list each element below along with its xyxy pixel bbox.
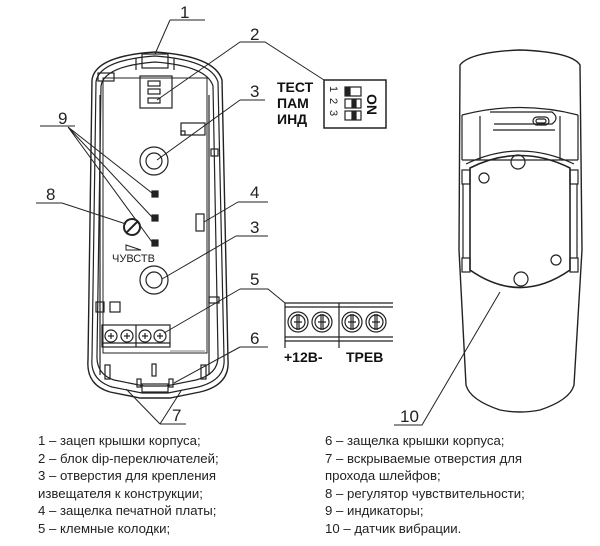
legend-item-3-cont: извещателя к конструкции; [38,485,203,501]
led-indicators [151,190,159,247]
callout-3-top: 3 [250,82,259,101]
legend-item-6: 6 – защелка крышки корпуса; [325,433,505,448]
legend-item-7-cont: прохода шлейфов; [325,468,441,484]
dip-number-1: 1 [327,86,339,92]
dip-label-test: ТЕСТ [277,79,314,95]
legend-left: 1 – зацеп крышки корпуса; 2 – блок dip-п… [38,432,219,538]
callout-8: 8 [46,185,55,204]
legend-item-10: 10 – датчик вибрации. [325,520,462,536]
legend-item-3: 3 – отверстия для крепления [38,468,217,484]
callout-3-bottom: 3 [250,218,259,237]
legend-item-1: 1 – зацеп крышки корпуса; [38,433,201,448]
sensitivity-regulator [123,218,142,251]
terminal-power-label: +12В- [284,349,323,365]
legend-item-8: 8 – регулятор чувствительности; [325,485,525,501]
terminal-block-internal [101,324,205,352]
dip-switch-detail [323,79,387,129]
dip-number-2: 2 [327,98,339,104]
legend-right: 6 – защелка крышки корпуса; 7 – вскрывае… [325,432,525,538]
callout-7: 7 [172,406,181,425]
legend-item-2: 2 – блок dip-переключателей; [38,450,219,466]
callout-9: 9 [58,109,67,128]
callout-1: 1 [180,3,189,22]
callout-2: 2 [250,25,259,44]
callout-6: 6 [250,329,259,348]
legend-item-5: 5 – клемные колодки; [38,520,171,536]
terminal-block-detail [284,302,393,348]
dip-switch-block [139,75,173,109]
leader-lines [36,19,501,426]
callout-5: 5 [250,270,259,289]
dip-number-3: 3 [327,110,339,116]
legend-item-4: 4 – защелка печатной платы; [38,503,217,519]
legend-item-7: 7 – вскрываемые отверстия для [325,450,523,466]
dip-label-mem: ПАМ [277,95,309,111]
dip-on-label: ON [364,94,380,115]
callout-4: 4 [250,183,259,202]
mounting-hole-bottom [139,265,169,295]
legend-item-9: 9 – индикаторы; [325,503,424,519]
open-housing [87,51,229,399]
pcb-latch [195,213,205,232]
bottom-knockouts [104,363,207,393]
closed-housing-back [458,49,583,413]
mounting-hole-top [139,146,169,176]
dip-label-ind: ИНД [277,111,307,127]
terminal-alarm-label: ТРЕВ [346,349,383,365]
callout-10: 10 [400,407,419,426]
sensitivity-label: ЧУВСТВ [112,253,155,265]
